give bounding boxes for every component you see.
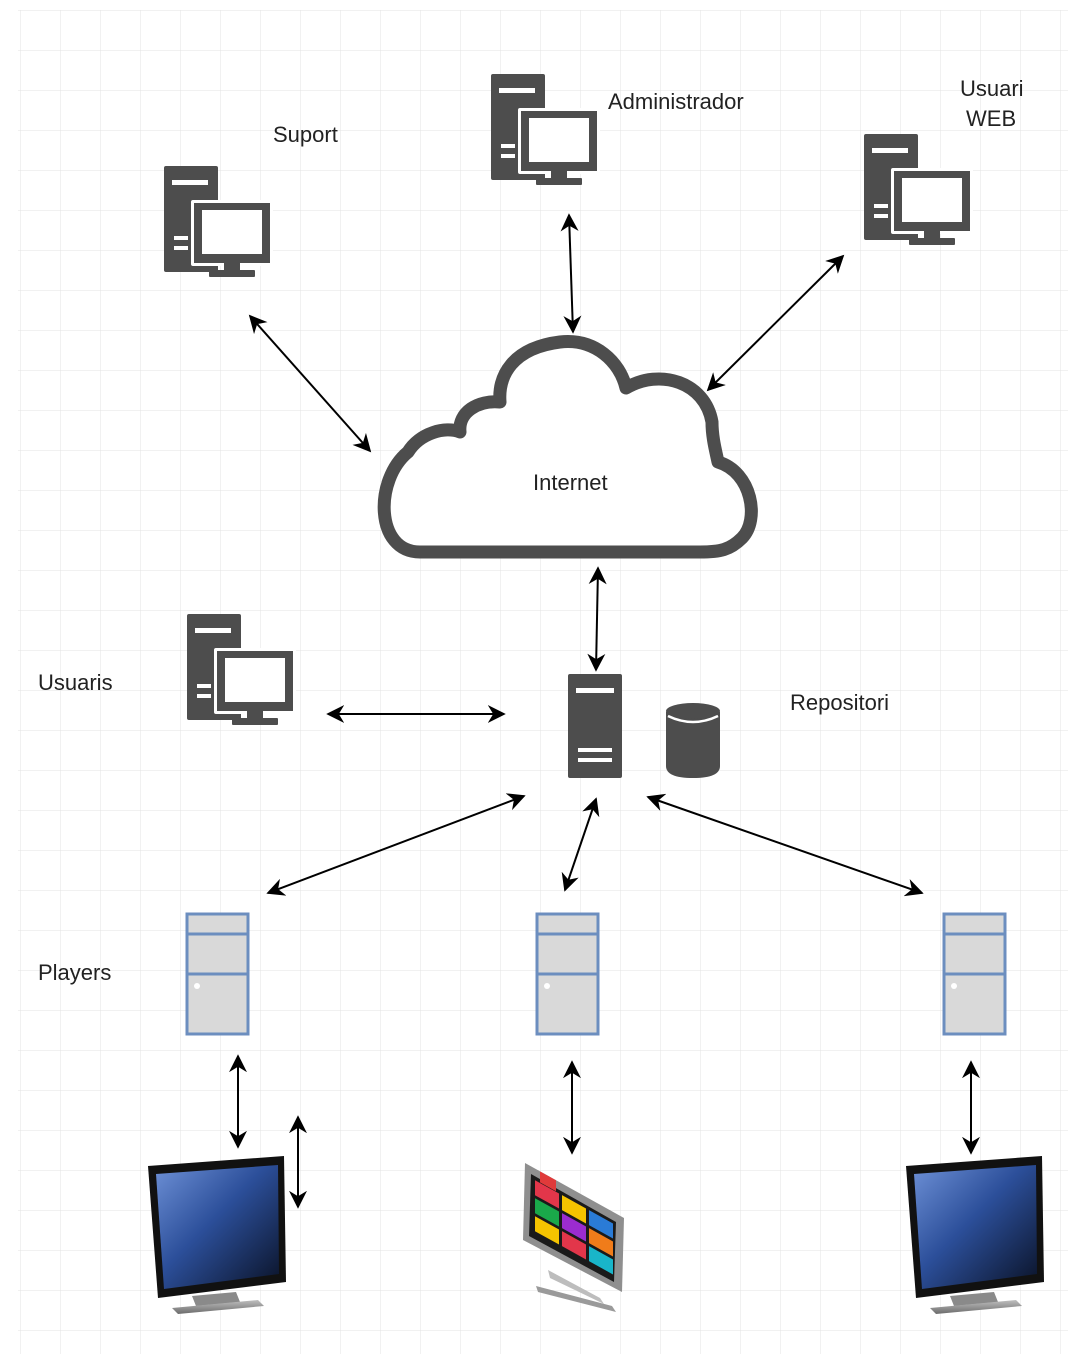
connector-repositori-player-3 bbox=[646, 793, 924, 897]
database-icon bbox=[666, 703, 720, 778]
internet-label: Internet bbox=[533, 470, 608, 495]
player-tower-icon bbox=[535, 912, 600, 1036]
usuaris-label: Usuaris bbox=[38, 670, 113, 695]
repositori-label: Repositori bbox=[790, 690, 889, 715]
connector-repositori-player-2 bbox=[561, 797, 600, 892]
connector-usuariweb-internet bbox=[706, 254, 845, 392]
player-tower-icon bbox=[942, 912, 1007, 1036]
usuari-web-label-line1: Usuari bbox=[960, 76, 1024, 101]
players-label: Players bbox=[38, 960, 111, 985]
administrador-label: Administrador bbox=[608, 89, 744, 114]
usuaris-workstation: Usuaris bbox=[38, 614, 296, 725]
suport-label: Suport bbox=[273, 122, 338, 147]
usuari-web-workstation: Usuari WEB bbox=[864, 76, 1024, 245]
cloud-icon bbox=[377, 335, 758, 559]
connector-administrador-internet bbox=[560, 213, 582, 334]
player-tower-icon bbox=[185, 912, 250, 1036]
connector-internet-repositori bbox=[587, 566, 607, 672]
server-tower-icon bbox=[568, 674, 622, 778]
connectors bbox=[229, 213, 980, 1209]
connector-repositori-player-1 bbox=[266, 793, 526, 896]
administrador-workstation: Administrador bbox=[491, 74, 744, 185]
usuari-web-label-line2: WEB bbox=[966, 106, 1016, 131]
connector-suport-internet bbox=[248, 314, 372, 453]
repositori-server: Repositori bbox=[568, 674, 889, 778]
video-wall-icon bbox=[523, 1163, 624, 1312]
suport-workstation: Suport bbox=[164, 122, 338, 277]
